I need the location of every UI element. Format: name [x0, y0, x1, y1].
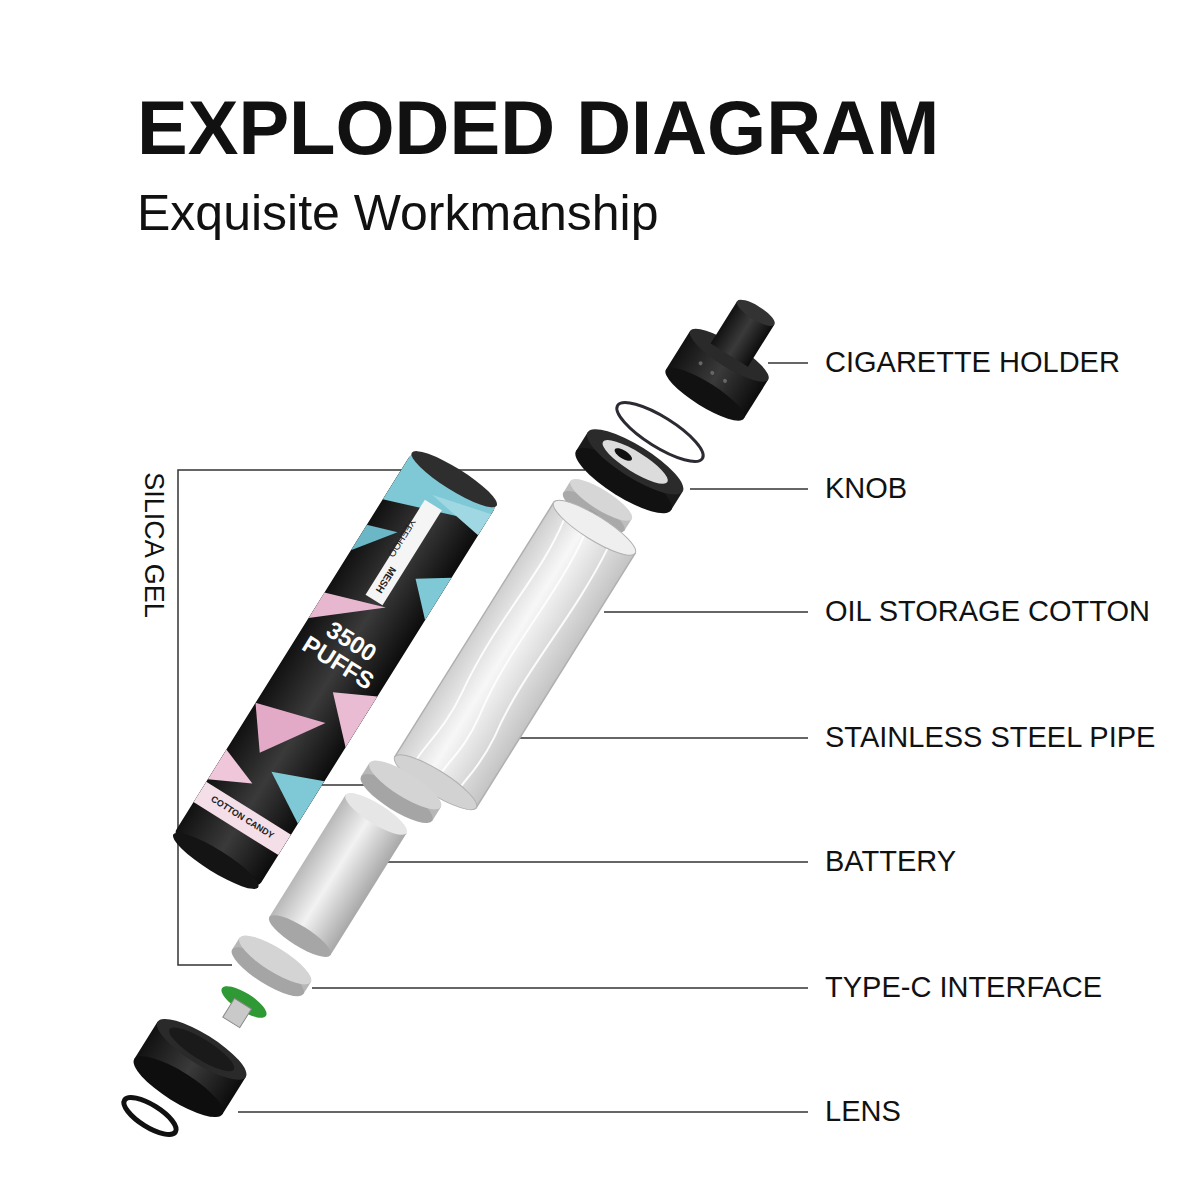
part-label: CIGARETTE HOLDER [825, 347, 1120, 379]
group-label: SILICA GEL [138, 472, 168, 618]
o-ring [610, 393, 711, 471]
lens [119, 1091, 182, 1141]
battery [264, 786, 412, 963]
part-label: STAINLESS STEEL PIPE [825, 722, 1155, 754]
subtitle: Exquisite Workmanship [137, 186, 659, 241]
cotton-tube [388, 492, 641, 818]
title: EXPLODED DIAGRAM [137, 86, 939, 170]
part-label: BATTERY [825, 846, 956, 878]
lens-cap [126, 1009, 253, 1127]
mouthpiece [659, 283, 798, 429]
part-label: OIL STORAGE COTTON [825, 596, 1150, 628]
type-c-board [209, 981, 271, 1037]
part-label: TYPE-C INTERFACE [825, 972, 1102, 1004]
part-label: KNOB [825, 473, 907, 505]
part-label: LENS [825, 1096, 901, 1128]
